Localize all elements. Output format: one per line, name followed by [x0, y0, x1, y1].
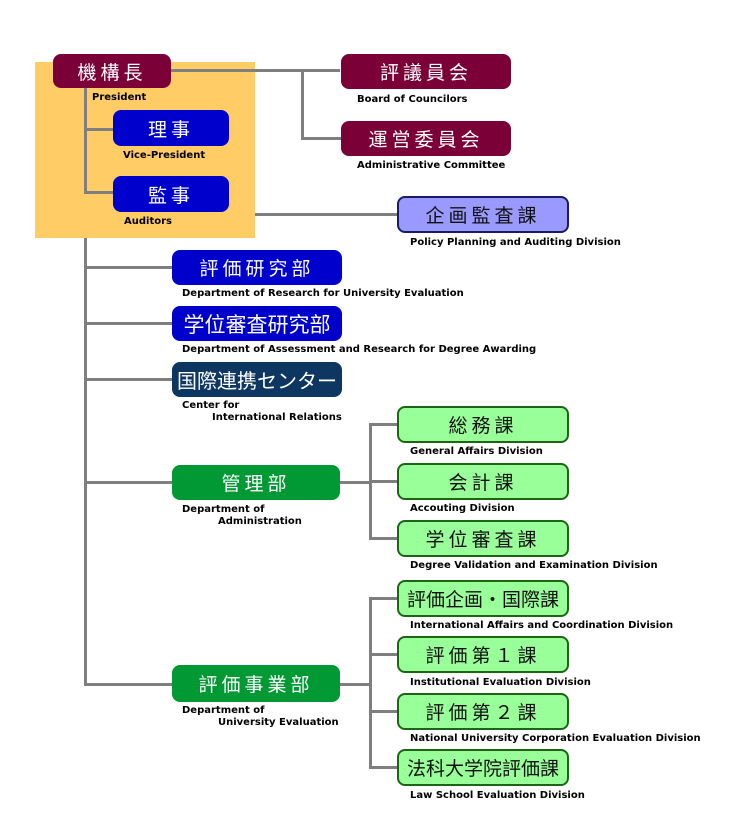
board-of-councilors-en: Board of Councilors: [357, 94, 468, 105]
dept-university-evaluation-en-1: Department of: [182, 705, 265, 716]
connector-line: [84, 378, 172, 381]
dept-university-evaluation-label: 評価事業部: [198, 674, 314, 696]
president-label: 機構長: [77, 61, 147, 84]
president-box[interactable]: 機構長: [53, 54, 171, 88]
auditors-en: Auditors: [124, 216, 172, 227]
vice-president-box[interactable]: 理事: [113, 110, 229, 146]
dept-administration-en-2: Administration: [218, 516, 302, 527]
dept-degree-awarding-en: Department of Assessment and Research fo…: [182, 344, 537, 355]
auditors-label: 監事: [147, 184, 194, 207]
dept-administration-box[interactable]: 管理部: [172, 465, 340, 500]
intl-affairs-coordination-label: 評価企画・国際課: [406, 589, 559, 611]
accounting-label: 会計課: [448, 472, 518, 494]
connector-line: [369, 766, 398, 769]
law-school-evaluation-label: 法科大学院評価課: [406, 758, 559, 780]
intl-affairs-coordination-en: International Affairs and Coordination D…: [410, 620, 674, 631]
intl-affairs-coordination-box[interactable]: 評価企画・国際課: [397, 580, 569, 617]
general-affairs-en: General Affairs Division: [410, 446, 543, 457]
national-university-evaluation-en: National University Corporation Evaluati…: [410, 733, 701, 744]
dept-university-evaluation-en-2: University Evaluation: [218, 717, 339, 728]
connector-line: [340, 683, 370, 686]
administrative-committee-en: Administrative Committee: [357, 160, 506, 171]
connector-line: [84, 88, 87, 193]
institutional-evaluation-label: 評価第１課: [425, 645, 541, 667]
degree-validation-en: Degree Validation and Examination Divisi…: [410, 560, 658, 571]
connector-line: [255, 213, 397, 216]
connector-line: [369, 480, 398, 483]
connector-line: [84, 191, 114, 194]
connector-line: [84, 481, 172, 484]
auditors-box[interactable]: 監事: [113, 176, 229, 212]
connector-line: [301, 69, 304, 139]
dept-research-evaluation-en: Department of Research for University Ev…: [182, 288, 464, 299]
degree-validation-label: 学位審査課: [425, 529, 541, 551]
national-university-evaluation-label: 評価第２課: [425, 702, 541, 724]
connector-line: [369, 653, 398, 656]
board-of-councilors-label: 評議員会: [379, 62, 472, 84]
general-affairs-label: 総務課: [448, 415, 518, 437]
institutional-evaluation-en: Institutional Evaluation Division: [410, 677, 591, 688]
general-affairs-box[interactable]: 総務課: [397, 406, 569, 443]
dept-degree-awarding-box[interactable]: 学位審査研究部: [172, 306, 342, 341]
connector-line: [369, 597, 398, 600]
vice-president-label: 理事: [147, 118, 194, 141]
dept-degree-awarding-label: 学位審査研究部: [183, 312, 331, 337]
connector-line: [84, 128, 114, 131]
policy-planning-auditing-en: Policy Planning and Auditing Division: [410, 237, 621, 248]
connector-line: [84, 238, 87, 685]
connector-line: [369, 537, 398, 540]
administrative-committee-box[interactable]: 運営委員会: [341, 121, 511, 156]
institutional-evaluation-box[interactable]: 評価第１課: [397, 636, 569, 673]
connector-line: [84, 266, 172, 269]
international-center-label: 国際連携センター: [177, 369, 337, 393]
dept-administration-label: 管理部: [221, 473, 291, 495]
policy-planning-auditing-label: 企画監査課: [425, 205, 541, 227]
dept-research-evaluation-label: 評価研究部: [199, 258, 315, 280]
international-center-en-1: Center for: [182, 400, 240, 411]
board-of-councilors-box[interactable]: 評議員会: [341, 54, 511, 89]
national-university-evaluation-box[interactable]: 評価第２課: [397, 693, 569, 730]
degree-validation-box[interactable]: 学位審査課: [397, 520, 569, 557]
accounting-box[interactable]: 会計課: [397, 463, 569, 500]
connector-line: [170, 69, 340, 72]
policy-planning-auditing-box[interactable]: 企画監査課: [397, 196, 569, 233]
connector-line: [84, 322, 172, 325]
dept-university-evaluation-box[interactable]: 評価事業部: [172, 665, 340, 702]
dept-research-evaluation-box[interactable]: 評価研究部: [172, 250, 342, 285]
international-center-box[interactable]: 国際連携センター: [172, 362, 342, 397]
vice-president-en: Vice-President: [123, 150, 206, 161]
law-school-evaluation-en: Law School Evaluation Division: [410, 790, 585, 801]
connector-line: [340, 481, 370, 484]
administrative-committee-label: 運営委員会: [368, 129, 484, 151]
connector-line: [369, 597, 372, 769]
accounting-en: Accouting Division: [410, 503, 515, 514]
dept-administration-en-1: Department of: [182, 504, 265, 515]
connector-line: [84, 683, 172, 686]
president-en: President: [92, 92, 147, 103]
law-school-evaluation-box[interactable]: 法科大学院評価課: [397, 749, 569, 786]
international-center-en-2: International Relations: [212, 412, 342, 423]
connector-line: [301, 137, 341, 140]
connector-line: [369, 710, 398, 713]
connector-line: [369, 423, 398, 426]
